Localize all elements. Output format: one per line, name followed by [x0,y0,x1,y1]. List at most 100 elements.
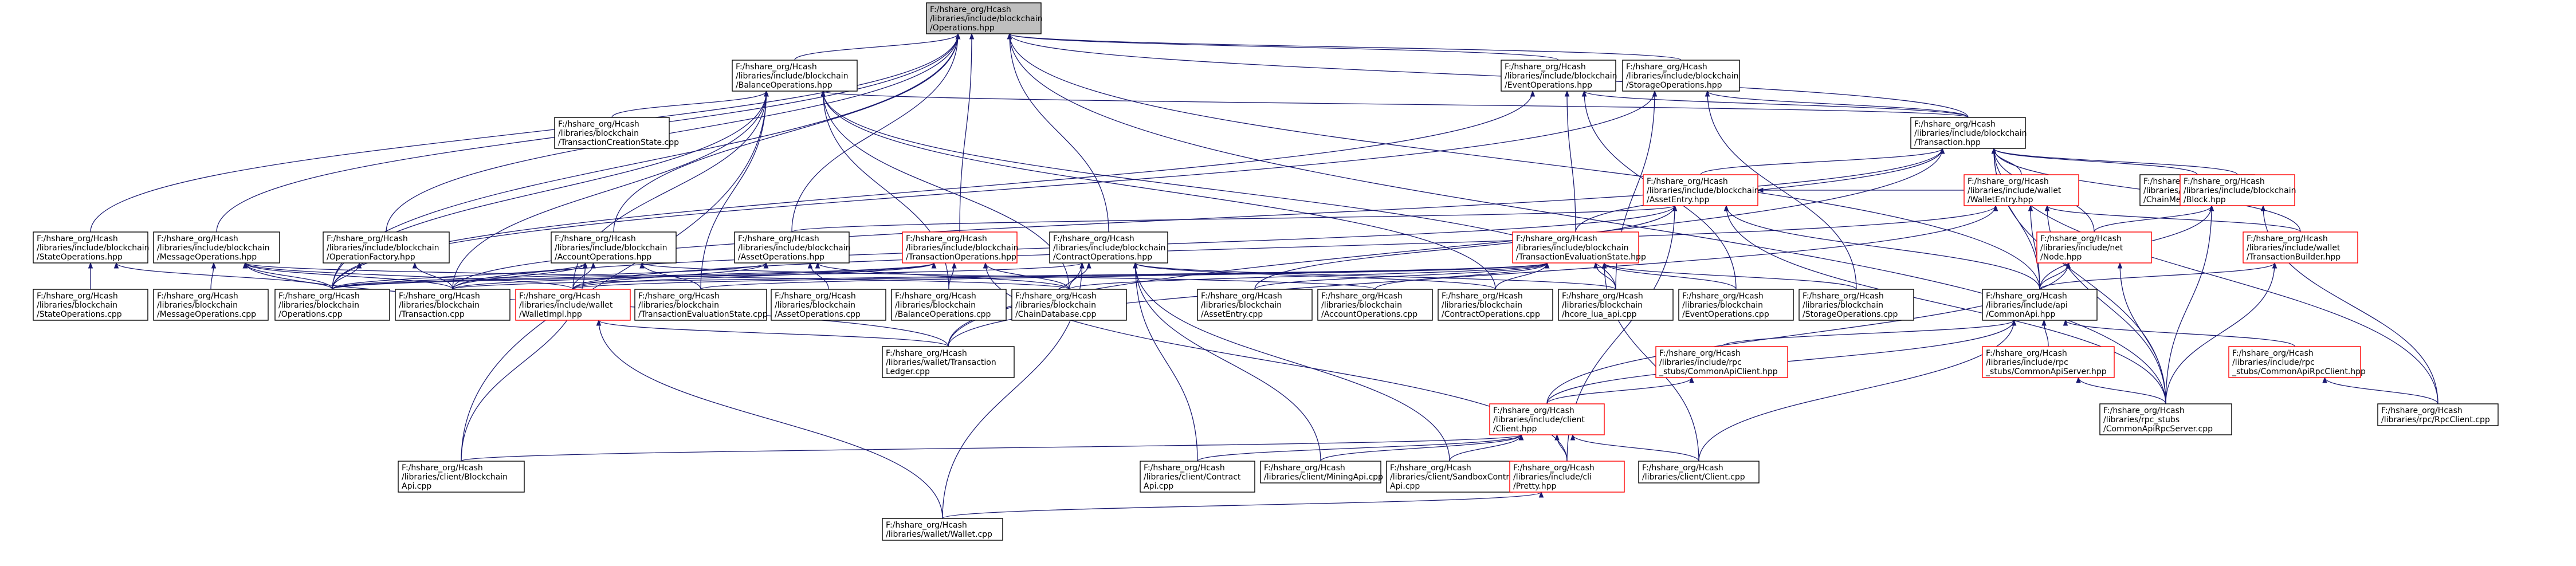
node-label-line: /EventOperations.cpp [1682,310,1769,319]
file-node-txbuilder[interactable]: F:/hshare_org/Hcash/libraries/include/wa… [2243,231,2358,264]
edge-commonapi-to-transaction [1991,147,2040,290]
node-label-line: /libraries/wallet/Transaction [886,358,996,367]
file-node-hcore_lua[interactable]: F:/hshare_org/Hcash/libraries/blockchain… [1558,289,1674,321]
edge-miningapi-to-contractops [1133,262,1321,462]
file-node-contractapi[interactable]: F:/hshare_org/Hcash/libraries/client/Con… [1140,461,1255,493]
node-label-line: F:/hshare_org/Hcash [519,292,600,301]
node-label-line: /TransactionCreationState.cpp [558,138,679,147]
file-node-rpcclient_cpp[interactable]: F:/hshare_org/Hcash/libraries/rpc/RpcCli… [2377,403,2499,426]
node-label-line: F:/hshare_org/Hcash [1986,292,2067,301]
node-label-line: /libraries/client/SandboxContract [1390,473,1522,482]
file-node-eventops_cpp[interactable]: F:/hshare_org/Hcash/libraries/blockchain… [1678,289,1794,321]
file-node-msgops[interactable]: F:/hshare_org/Hcash/libraries/include/bl… [153,231,280,264]
file-node-ops_cpp[interactable]: F:/hshare_org/Hcash/libraries/blockchain… [274,289,390,321]
node-label-line: Api.cpp [402,482,431,491]
file-node-eventops[interactable]: F:/hshare_org/Hcash/libraries/include/bl… [1501,60,1617,92]
file-node-pretty[interactable]: F:/hshare_org/Hcash/libraries/include/cl… [1509,461,1625,493]
node-box [2228,346,2361,378]
node-box [398,461,525,493]
file-node-miningapi[interactable]: F:/hshare_org/Hcash/libraries/client/Min… [1260,461,1383,484]
node-label-line: F:/hshare_org/Hcash [1144,463,1225,473]
node-label-line: /libraries/blockchain [1562,301,1643,310]
edge-chaindb_cpp-to-assetops [815,262,1070,290]
file-node-balops_cpp[interactable]: F:/hshare_org/Hcash/libraries/blockchain… [891,289,1007,321]
file-node-rpcserver_hpp[interactable]: F:/hshare_org/Hcash/libraries/include/rp… [1982,346,2115,378]
node-label-line: /StorageOperations.cpp [1803,310,1898,319]
node-label-line: /Operations.cpp [278,310,343,319]
node-label-line: /AssetOperations.hpp [738,253,824,262]
file-node-sandboxapi[interactable]: F:/hshare_org/Hcash/libraries/client/San… [1386,461,1522,493]
node-box [1011,289,1127,321]
node-label-line: /libraries/include/blockchain [1647,186,1760,195]
node-label-line: F:/hshare_org/Hcash [738,234,819,243]
file-node-blockchainapi[interactable]: F:/hshare_org/Hcash/libraries/client/Blo… [398,461,525,493]
file-node-block[interactable]: F:/hshare_org/Hcash/libraries/include/bl… [2180,174,2296,206]
file-node-wallet_cpp[interactable]: F:/hshare_org/Hcash/libraries/wallet/Wal… [882,518,1003,541]
file-node-balops[interactable]: F:/hshare_org/Hcash/libraries/include/bl… [732,60,858,92]
file-node-txevalstate_cpp[interactable]: F:/hshare_org/Hcash/libraries/blockchain… [634,289,768,321]
node-label-line: /ChainDatabase.cpp [1015,310,1097,319]
node-label-line: /Block.hpp [2184,195,2226,205]
node-label-line: /CommonApiRpcServer.cpp [2103,424,2213,434]
node-box [902,231,1018,264]
file-node-commonapi[interactable]: F:/hshare_org/Hcash/libraries/include/ap… [1982,289,2098,321]
node-box [2099,403,2232,435]
file-node-txledger[interactable]: F:/hshare_org/Hcash/libraries/wallet/Tra… [882,346,1015,378]
file-node-chaindb_cpp[interactable]: F:/hshare_org/Hcash/libraries/blockchain… [1011,289,1127,321]
file-node-rpcapiclient_hpp[interactable]: F:/hshare_org/Hcash/libraries/include/rp… [2228,346,2366,378]
file-node-assetentry_cpp[interactable]: F:/hshare_org/Hcash/libraries/blockchain… [1197,289,1313,321]
file-node-contractops[interactable]: F:/hshare_org/Hcash/libraries/include/bl… [1049,231,1168,264]
file-node-txops[interactable]: F:/hshare_org/Hcash/libraries/include/bl… [902,231,1019,264]
edge-opfactory-to-ops [386,33,961,233]
file-node-ops[interactable]: F:/hshare_org/Hcash/libraries/include/bl… [926,2,1043,34]
file-node-txevalstate[interactable]: F:/hshare_org/Hcash/libraries/include/bl… [1512,231,1646,264]
file-node-client_cpp[interactable]: F:/hshare_org/Hcash/libraries/client/Cli… [1638,461,1760,484]
file-node-accountops[interactable]: F:/hshare_org/Hcash/libraries/include/bl… [551,231,677,264]
file-nodes: F:/hshare_org/Hcash/libraries/include/bl… [33,2,2499,541]
file-node-transaction[interactable]: F:/hshare_org/Hcash/libraries/include/bl… [1910,117,2027,149]
file-node-msgops_cpp[interactable]: F:/hshare_org/Hcash/libraries/blockchain… [153,289,269,321]
file-node-stateops[interactable]: F:/hshare_org/Hcash/libraries/include/bl… [33,231,150,264]
file-node-walletentry[interactable]: F:/hshare_org/Hcash/libraries/include/wa… [1964,174,2079,206]
edge-walletentry-to-assetentry [1757,187,1964,193]
edge-txops-to-ops [959,33,975,233]
file-node-client_hpp[interactable]: F:/hshare_org/Hcash/libraries/include/cl… [1489,403,1605,435]
edge-rpcserver_cpp-to-rpcserver_hpp [2076,376,2166,404]
file-node-rpcserver_cpp[interactable]: F:/hshare_org/Hcash/libraries/rpc_stubs/… [2099,403,2232,435]
file-node-walletimpl[interactable]: F:/hshare_org/Hcash/libraries/include/wa… [515,289,631,321]
node-box [1386,461,1513,493]
file-node-storageops[interactable]: F:/hshare_org/Hcash/libraries/include/bl… [1622,60,1740,92]
edge-contractapi-to-client_hpp [1197,434,1524,462]
node-label-line: F:/hshare_org/Hcash [1505,62,1586,72]
node-box [1512,231,1639,264]
file-node-accountops_cpp[interactable]: F:/hshare_org/Hcash/libraries/blockchain… [1317,289,1433,321]
node-label-line: F:/hshare_org/Hcash [558,120,639,129]
node-label-line: /libraries/include/wallet [1968,186,2061,195]
file-node-tx_cpp[interactable]: F:/hshare_org/Hcash/libraries/blockchain… [395,289,511,321]
file-node-assetops_cpp[interactable]: F:/hshare_org/Hcash/libraries/blockchain… [771,289,886,321]
file-node-txcreation[interactable]: F:/hshare_org/Hcash/libraries/blockchain… [554,117,679,149]
node-label-line: /libraries/blockchain [638,301,719,310]
file-node-storageops_cpp[interactable]: F:/hshare_org/Hcash/libraries/blockchain… [1799,289,1914,321]
file-node-stateops_cpp[interactable]: F:/hshare_org/Hcash/libraries/blockchain… [33,289,148,321]
edge-txledger-to-walletimpl [596,319,949,347]
node-label-line: /libraries/include/cli [1513,473,1592,482]
edge-walletimpl-to-accountops [572,262,596,290]
edge-contractapi-to-contractops [1133,262,1198,462]
node-label-line: /libraries/client/Contract [1144,473,1241,482]
file-node-contractops_cpp[interactable]: F:/hshare_org/Hcash/libraries/blockchain… [1438,289,1553,321]
file-node-assetops[interactable]: F:/hshare_org/Hcash/libraries/include/bl… [734,231,851,264]
node-label-line: /libraries/blockchain [895,301,976,310]
edge-rpcserver_cpp-to-assetentry [1723,205,2166,404]
node-label-line: F:/hshare_org/Hcash [886,349,967,358]
node-label-line: /libraries/blockchain [399,301,480,310]
node-box [153,231,280,264]
file-node-rpcclient_hpp[interactable]: F:/hshare_org/Hcash/libraries/include/rp… [1655,346,1788,378]
edge-walletimpl-to-txops [572,262,937,290]
edge-wallet_cpp-to-walletimpl [596,319,943,519]
edge-wallet_cpp-to-pretty [942,491,1544,519]
file-node-assetentry[interactable]: F:/hshare_org/Hcash/libraries/include/bl… [1643,174,1760,206]
file-node-opfactory[interactable]: F:/hshare_org/Hcash/libraries/include/bl… [323,231,450,264]
node-label-line: /libraries/blockchain [1803,301,1883,310]
file-node-node[interactable]: F:/hshare_org/Hcash/libraries/include/ne… [2036,231,2152,264]
